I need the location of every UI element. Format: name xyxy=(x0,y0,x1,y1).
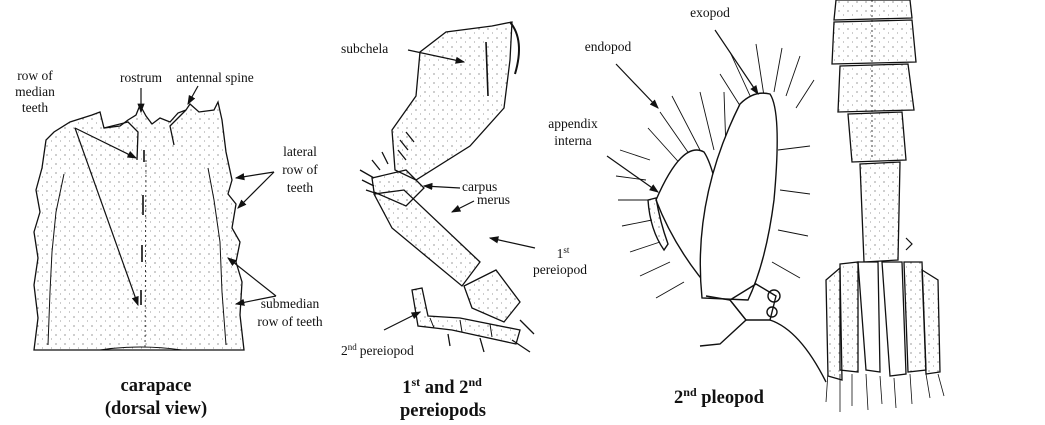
label-antennal-spine: antennal spine xyxy=(176,70,254,85)
label-lateral-row-3: teeth xyxy=(287,180,313,195)
label-submedian-1: submedian xyxy=(261,296,320,311)
label-median-teeth-3: teeth xyxy=(22,100,48,115)
label-appendix-interna-1: appendix xyxy=(548,116,598,131)
label-subchela: subchela xyxy=(341,41,388,56)
carapace-drawing xyxy=(34,102,244,350)
label-endopod: endopod xyxy=(585,39,632,54)
label-exopod: exopod xyxy=(690,5,730,20)
label-rostrum: rostrum xyxy=(120,70,162,85)
tail-drawing xyxy=(826,0,944,412)
label-merus: merus xyxy=(477,192,510,207)
label-median-teeth-1: row of xyxy=(17,68,53,83)
label-lateral-row-1: lateral xyxy=(283,144,317,159)
caption-carapace-line1: carapace xyxy=(121,376,192,396)
pleopod-drawing xyxy=(616,44,826,382)
label-submedian-2: row of teeth xyxy=(257,314,322,329)
label-lateral-row-2: row of xyxy=(282,162,318,177)
caption-pereiopods-line1: 1st and 2nd xyxy=(402,375,482,398)
label-first-pereiopod-word: pereiopod xyxy=(533,262,587,277)
label-first-pereiopod-num: 1st xyxy=(557,245,570,261)
label-appendix-interna-2: interna xyxy=(554,133,591,148)
caption-pereiopods-line2: pereiopods xyxy=(400,401,486,421)
caption-carapace-line2: (dorsal view) xyxy=(105,399,207,419)
caption-pleopod: 2nd pleopod xyxy=(674,385,765,408)
label-median-teeth-2: median xyxy=(15,84,55,99)
